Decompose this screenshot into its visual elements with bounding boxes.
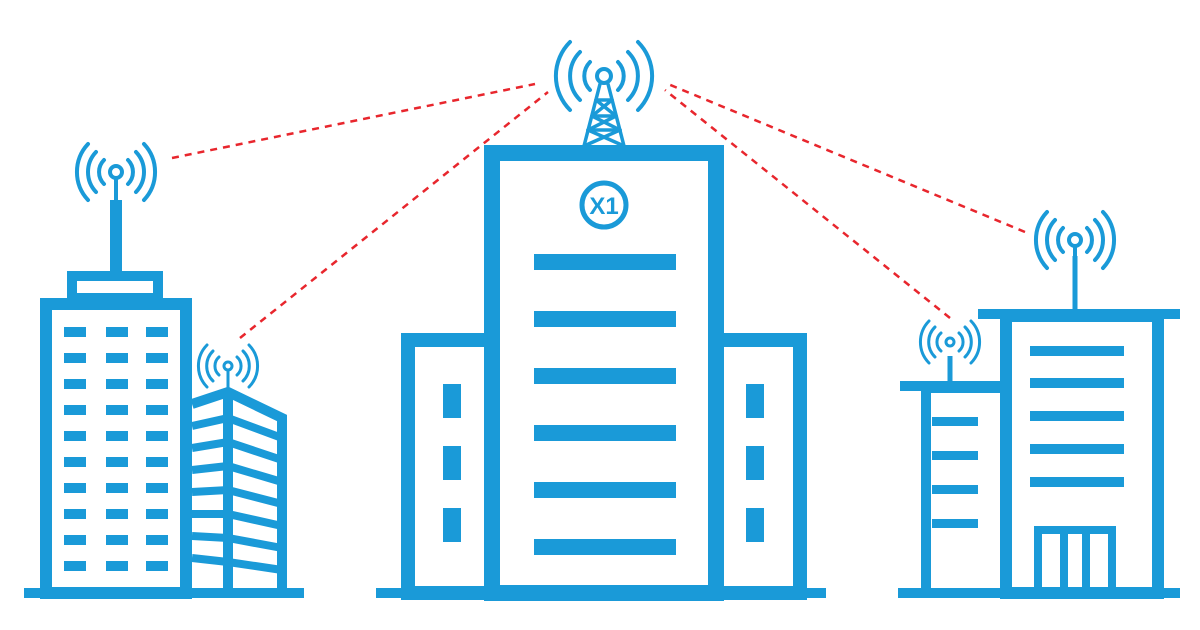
right-tall-door [1034,526,1116,597]
left-tall-broadcast-antenna-icon [74,142,158,202]
tower-wave-right-2 [626,50,640,102]
tower-wave-left-3 [553,40,572,112]
link-to-left-tall-antenna [171,82,536,160]
main-cell-tower-icon [553,40,655,148]
logo-text: X1 [589,193,618,220]
left-tall-roof [67,271,163,303]
tower-dish-center [595,67,613,85]
logo-badge [579,180,629,230]
left-short-floors [191,413,284,574]
right-small-broadcast-antenna-icon [918,319,982,365]
right-tall-broadcast-antenna-icon [1033,210,1117,270]
left-short-building [190,386,287,593]
tower-lattice [582,82,626,148]
left-tall-windows [64,327,168,571]
link-to-left-short-antenna [239,91,549,339]
tower-wave-left-1 [582,60,592,92]
central-floor-stripes [534,254,676,555]
left-tall-body [40,298,192,599]
left-tall-building [24,200,304,599]
link-to-right-small-antenna [664,89,951,319]
right-small-floors [932,417,978,528]
tower-wave-left-2 [568,50,582,102]
left-short-broadcast-antenna-icon [196,343,260,392]
tower-wave-right-3 [636,40,655,112]
central-building: X1 [376,145,826,601]
tower-wave-right-1 [616,60,626,92]
connection-lines [171,82,1026,339]
central-wing-windows [443,384,764,542]
right-tall-building [978,256,1180,599]
right-tall-floors [1030,346,1124,487]
